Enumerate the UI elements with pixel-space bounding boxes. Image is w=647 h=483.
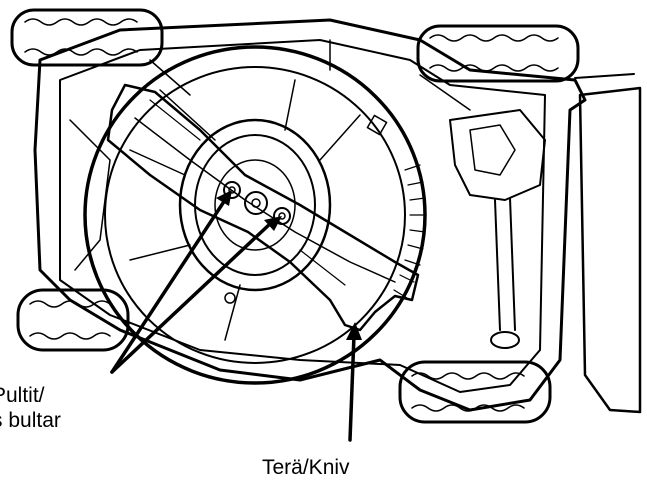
label-blade: Terä/Kniv bbox=[262, 456, 350, 479]
bolt-left bbox=[223, 181, 241, 199]
rear-flap bbox=[574, 73, 642, 414]
bolt-arrows bbox=[110, 190, 282, 374]
label-bolts-line1: Pultit/ bbox=[0, 384, 45, 407]
blade-arrow bbox=[346, 322, 362, 442]
blade-bolts bbox=[223, 181, 291, 225]
wheel-front-left bbox=[10, 8, 164, 67]
blade-housing bbox=[83, 45, 427, 385]
blade-hub bbox=[178, 118, 332, 292]
wheel-rear-left bbox=[16, 288, 130, 352]
arrowhead-bolt-left bbox=[216, 190, 232, 206]
wheel-front-right bbox=[416, 24, 580, 83]
engine-mechanism bbox=[449, 109, 546, 349]
bolt-center bbox=[244, 191, 268, 215]
bolt-right bbox=[273, 207, 291, 225]
wheel-rear-right bbox=[398, 360, 552, 424]
arrowhead-bolt-right bbox=[264, 216, 282, 231]
label-bolts-line2: s bultar bbox=[0, 409, 61, 432]
mower-deck bbox=[33, 18, 587, 412]
blade bbox=[106, 83, 420, 332]
arrowhead-blade bbox=[346, 322, 362, 340]
